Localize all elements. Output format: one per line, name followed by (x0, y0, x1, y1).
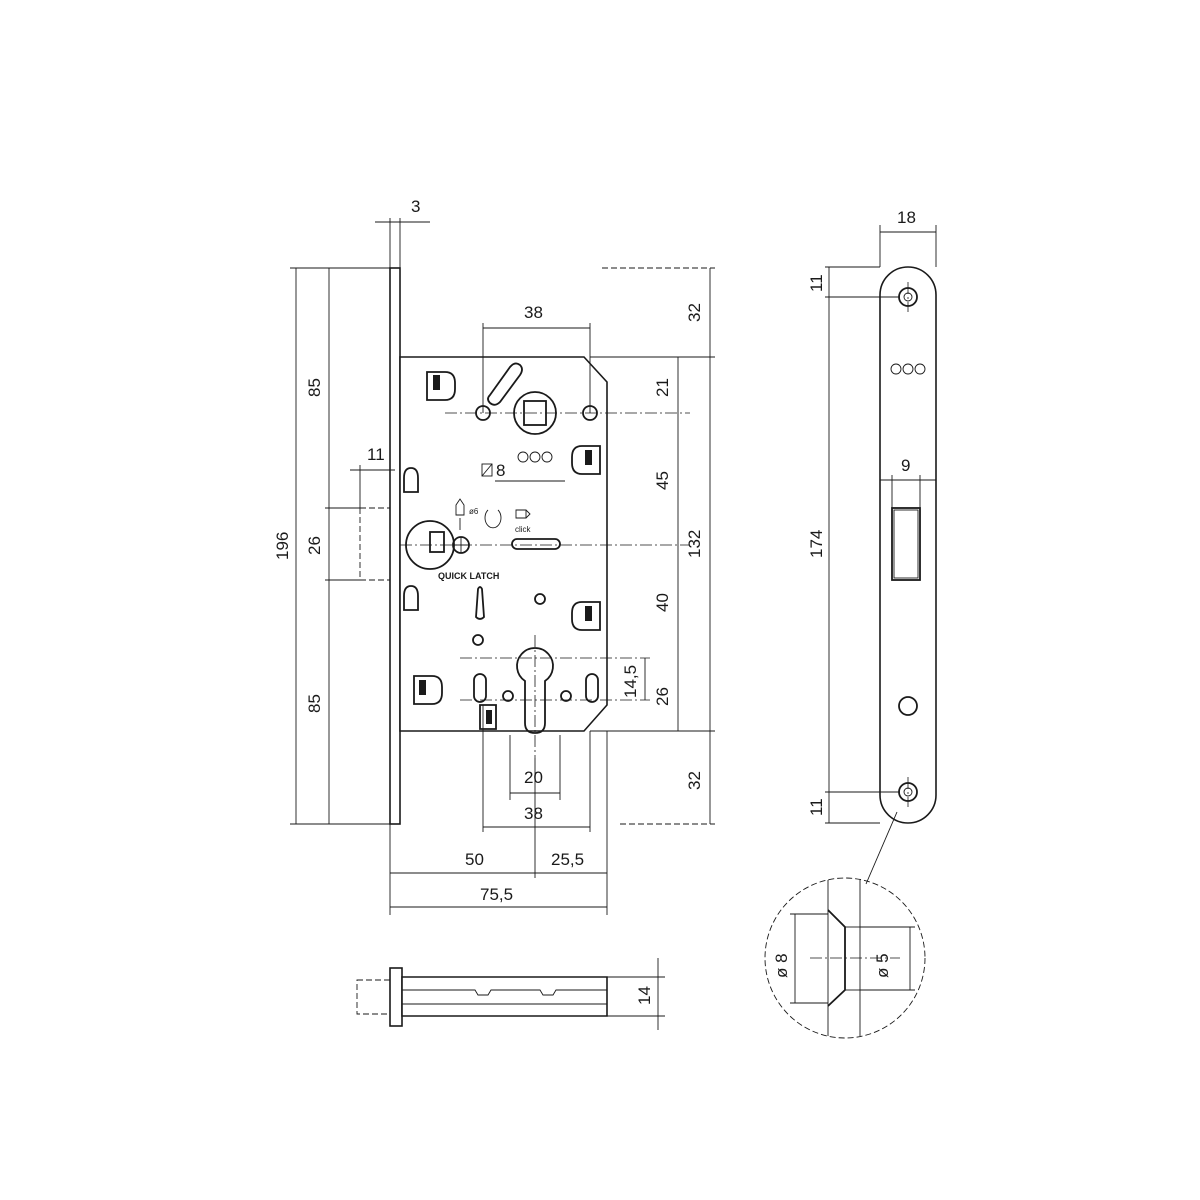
main-dimensions: 3 38 32 21 45 40 26 132 14,5 32 196 (273, 197, 715, 915)
rivet-slot-bottom-left (413, 675, 443, 705)
latch-projection (359, 507, 391, 581)
square-icon (481, 463, 493, 477)
teardrop-slot (475, 586, 485, 620)
dim-latch-to-cylinder: 40 (653, 593, 672, 612)
rivet-slot-right-upper (571, 445, 601, 475)
dim-strike-hole-spacing: 174 (807, 530, 826, 558)
dim-strike-top-hole: 11 (807, 274, 826, 292)
dim-backset: 50 (465, 850, 484, 869)
strike-hole-middle (898, 696, 918, 716)
hole-detail: ø 8 ø 5 (764, 811, 926, 1039)
cylinder-hole-right (560, 690, 572, 702)
dim-upper-plate: 85 (305, 378, 324, 397)
dim-bottom-offset-right: 32 (685, 771, 704, 790)
brand-mark (517, 451, 553, 463)
dim-case-height: 132 (685, 530, 704, 558)
rivet-slot-top-left (426, 371, 456, 401)
diameter-6-label: ø6 (469, 507, 479, 516)
dim-strike-bottom-hole: 11 (807, 798, 826, 816)
pin-icon (455, 498, 465, 516)
cylinder-hole-left (502, 690, 514, 702)
mounting-tab-top (403, 467, 419, 493)
small-hole-right (534, 593, 546, 605)
strike-plate-drawing: 18 11 174 11 9 (807, 208, 937, 824)
lock-case (399, 356, 608, 732)
dim-faceplate-thickness: 3 (411, 197, 420, 216)
euro-cylinder-cutout (516, 647, 554, 734)
bolt-shaft (401, 976, 608, 1017)
dim-case-width-top: 38 (524, 303, 543, 322)
dim-case-rear: 25,5 (551, 850, 584, 869)
cylinder-slot-left (473, 673, 487, 703)
quick-latch-label: QUICK LATCH (438, 571, 499, 581)
strike-plate (879, 266, 937, 824)
rivet-slot-right-lower (571, 601, 601, 631)
faceplate (389, 267, 401, 825)
mounting-tab-bottom (403, 585, 419, 611)
latch-icon (515, 509, 531, 519)
dim-spindle-to-latch: 45 (653, 471, 672, 490)
dim-bolt-height: 14 (635, 986, 654, 1005)
lower-bolt-block (479, 704, 497, 730)
dim-latch-projection: 11 (367, 445, 385, 464)
latch-hub-square (429, 531, 445, 553)
dim-overall-depth: 75,5 (480, 885, 513, 904)
rotate-icon (484, 509, 502, 529)
strike-brand-mark (890, 363, 926, 375)
dim-cylinder-upper: 14,5 (621, 665, 640, 698)
dim-latch-height: 26 (305, 536, 324, 555)
strike-latch-opening (891, 507, 921, 581)
dim-strike-width: 18 (897, 208, 916, 227)
dim-strike-opening: 9 (901, 456, 910, 475)
square-spindle-label: 8 (496, 461, 505, 480)
small-hole-left (472, 634, 484, 646)
dim-top-offset-right: 32 (685, 303, 704, 322)
top-slot (487, 362, 523, 406)
dim-spindle-offset: 21 (653, 378, 672, 397)
bolt-flange (389, 967, 403, 1027)
latch-slot (511, 538, 561, 550)
dim-cylinder-lower: 26 (653, 687, 672, 706)
cylinder-slot-right (585, 673, 599, 703)
click-label: click (515, 525, 532, 534)
bolt-head-projection (356, 979, 392, 1015)
dim-cylinder-width: 20 (524, 768, 543, 787)
detail-circle (764, 877, 926, 1039)
lock-body-drawing: 8 ø6 click QUICK LATCH (359, 267, 690, 825)
dim-lower-plate: 85 (305, 694, 324, 713)
dim-hole-inner: ø 5 (873, 953, 892, 978)
dim-hole-outer: ø 8 (772, 953, 791, 978)
dim-overall-height: 196 (273, 532, 292, 560)
dim-case-width-bottom: 38 (524, 804, 543, 823)
bolt-drawing: 14 (356, 958, 665, 1030)
